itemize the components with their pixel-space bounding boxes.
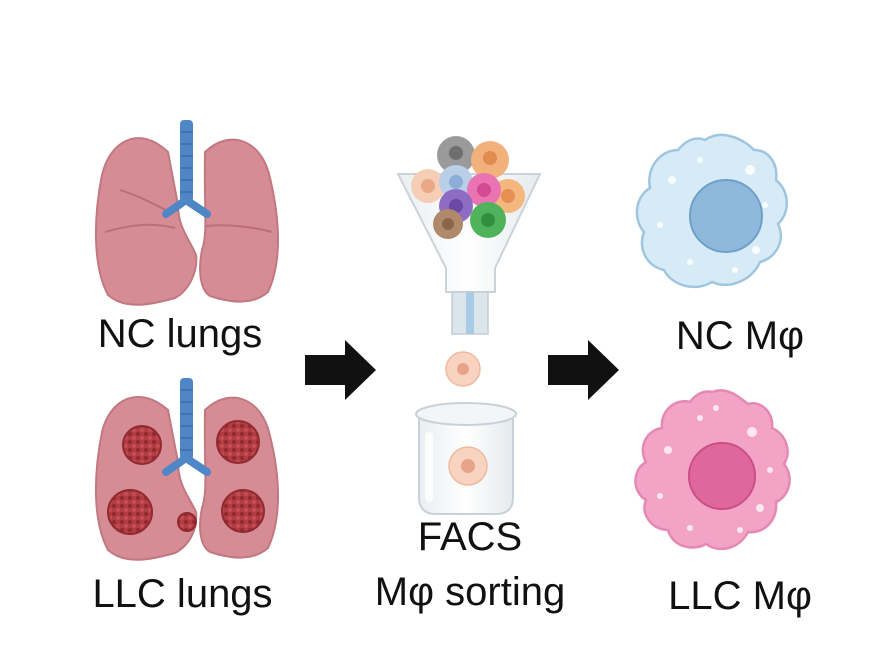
- arrow-right-icon: [305, 340, 376, 400]
- nc-lungs-illustration: [94, 120, 279, 306]
- llc-macrophage-label: LLC Mφ: [668, 574, 812, 618]
- nc-macrophage-label: NC Mφ: [675, 314, 805, 358]
- collection-tube: [415, 402, 517, 515]
- tumor-nodules: [107, 420, 265, 535]
- llc-lungs-label: LLC lungs: [92, 572, 273, 616]
- nc-macrophage-illustration: [635, 133, 788, 289]
- llc-lungs-illustration: [94, 378, 279, 561]
- nc-lungs-label: NC lungs: [97, 312, 263, 356]
- left-lung: [94, 137, 198, 306]
- right-lung: [199, 138, 279, 303]
- cell-mixture: [411, 136, 525, 239]
- bronchi: [162, 196, 211, 218]
- sorting-label: Mφ sorting: [374, 570, 566, 614]
- arrow-right-icon: [548, 340, 619, 400]
- trachea: [180, 120, 193, 202]
- facs-funnel-illustration: [396, 136, 542, 515]
- trachea-rings: [180, 131, 193, 193]
- trachea: [180, 378, 193, 460]
- llc-macrophage-nucleus: [688, 442, 756, 510]
- facs-label: FACS: [417, 515, 523, 559]
- nc-macrophage-nucleus: [689, 179, 763, 253]
- llc-macrophage-illustration: [634, 389, 791, 551]
